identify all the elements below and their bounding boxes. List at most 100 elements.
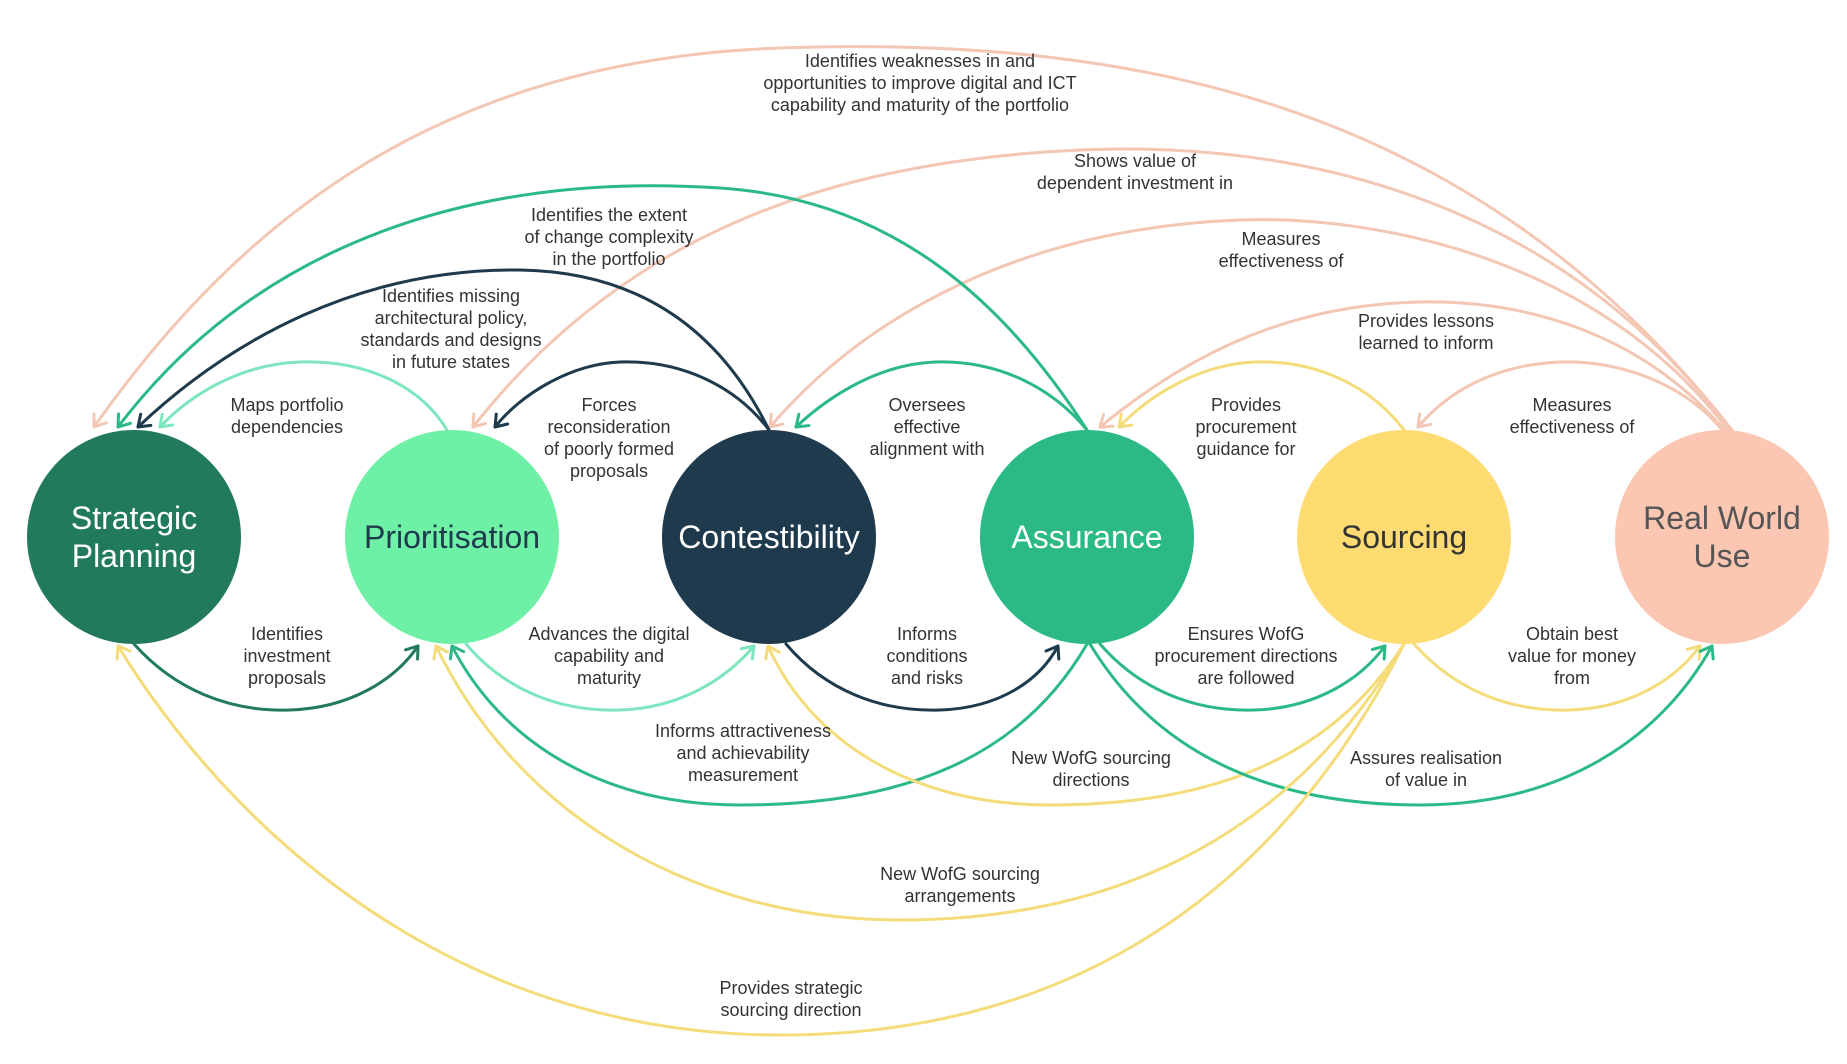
node-label: Real World xyxy=(1643,500,1801,536)
edge-label-line: Shows value of xyxy=(1074,151,1197,171)
edge-label-line: of value in xyxy=(1385,770,1467,790)
edge-label-line: Measures xyxy=(1241,229,1320,249)
edge-assurance-to-sourcing xyxy=(1098,642,1387,712)
edge-line xyxy=(1412,642,1702,712)
edge-rwu-to-contestibility xyxy=(768,218,1730,432)
node-label: Contestibility xyxy=(678,519,859,555)
edge-label-line: dependent investment in xyxy=(1037,173,1233,193)
arrowhead xyxy=(432,644,449,661)
arrowhead xyxy=(1370,644,1387,661)
edge-label-line: capability and xyxy=(554,646,664,666)
edge-label-line: Oversees xyxy=(888,395,965,415)
edge-strategic-to-prioritisation xyxy=(132,642,420,712)
node-label: Prioritisation xyxy=(364,519,540,555)
node-label: Planning xyxy=(72,538,197,574)
node-circle xyxy=(27,430,241,644)
arrowhead xyxy=(404,644,420,661)
edge-label-line: procurement directions xyxy=(1154,646,1337,666)
arrowhead xyxy=(768,412,785,429)
edge-label-line: of poorly formed xyxy=(544,439,674,459)
edge-label-line: conditions xyxy=(886,646,967,666)
arrowhead xyxy=(1044,644,1061,661)
edge-label-line: Obtain best xyxy=(1526,624,1618,644)
arrowhead xyxy=(448,644,466,661)
edge-line xyxy=(493,360,771,432)
edge-rwu-to-prioritisation xyxy=(471,147,1732,432)
edge-label-line: Ensures WofG xyxy=(1188,624,1305,644)
edge-label-line: Identifies the extent xyxy=(531,205,687,225)
edge-sourcing-to-contestibility xyxy=(764,642,1406,807)
node-label: Sourcing xyxy=(1341,519,1467,555)
edge-sourcing-to-strategic xyxy=(115,642,1406,1037)
node-circle xyxy=(1297,430,1511,644)
edge-sourcing-to-prioritisation xyxy=(432,642,1406,922)
edge-label-line: architectural policy, xyxy=(375,308,528,328)
arrowhead xyxy=(471,412,488,429)
edge-label-line: Maps portfolio xyxy=(230,395,343,415)
edges-layer xyxy=(92,45,1734,1037)
edge-line xyxy=(471,147,1732,432)
edge-label-line: capability and maturity of the portfolio xyxy=(771,95,1069,115)
edge-label-line: procurement xyxy=(1195,417,1296,437)
edge-label-line: alignment with xyxy=(869,439,984,459)
edge-line xyxy=(464,642,756,712)
edge-label-line: Identifies xyxy=(251,624,323,644)
node-circle xyxy=(1615,430,1829,644)
arrowhead xyxy=(739,644,756,661)
edge-line xyxy=(434,642,1406,922)
edge-label-line: New WofG sourcing xyxy=(880,864,1040,884)
edge-label-line: value for money xyxy=(1508,646,1636,666)
edge-prioritisation-to-contestibility xyxy=(464,642,756,712)
edge-contestibility-to-strategic xyxy=(136,268,771,432)
edge-contestibility-to-assurance xyxy=(784,642,1061,712)
arrowhead xyxy=(116,412,132,429)
edge-line xyxy=(1098,300,1728,434)
node-label: Assurance xyxy=(1011,519,1162,555)
edge-rwu-to-strategic xyxy=(92,45,1734,432)
arrowhead xyxy=(136,412,153,429)
edge-line xyxy=(1117,360,1406,432)
edge-label-line: from xyxy=(1554,668,1590,688)
arrowhead xyxy=(115,644,132,661)
edge-line xyxy=(116,184,1089,432)
edge-label-line: Advances the digital xyxy=(528,624,689,644)
arrowhead xyxy=(764,644,781,661)
edge-label-line: investment xyxy=(243,646,330,666)
edge-line xyxy=(1088,642,1714,807)
node-circle xyxy=(980,430,1194,644)
arrowhead xyxy=(794,412,811,429)
arrowhead xyxy=(92,412,108,429)
edge-label-line: learned to inform xyxy=(1358,333,1493,353)
edge-rwu-to-sourcing xyxy=(1416,360,1726,434)
edge-contestibility-to-prioritisation xyxy=(493,360,771,432)
edge-line xyxy=(768,218,1730,432)
labels-layer: Identifies weaknesses in andopportunitie… xyxy=(230,51,1636,1020)
edge-label-line: directions xyxy=(1052,770,1129,790)
arrowhead xyxy=(1416,412,1433,429)
arrowhead xyxy=(1098,412,1115,429)
node-assurance: Assurance xyxy=(980,430,1194,644)
edge-line xyxy=(1416,360,1726,434)
edge-line xyxy=(136,268,771,432)
edge-label-line: opportunities to improve digital and ICT xyxy=(763,73,1076,93)
edge-label-line: effective xyxy=(894,417,961,437)
edge-line xyxy=(116,642,1406,1037)
edge-label-line: proposals xyxy=(570,461,648,481)
edge-assurance-to-strategic xyxy=(116,184,1089,432)
arrowhead xyxy=(1698,644,1715,661)
